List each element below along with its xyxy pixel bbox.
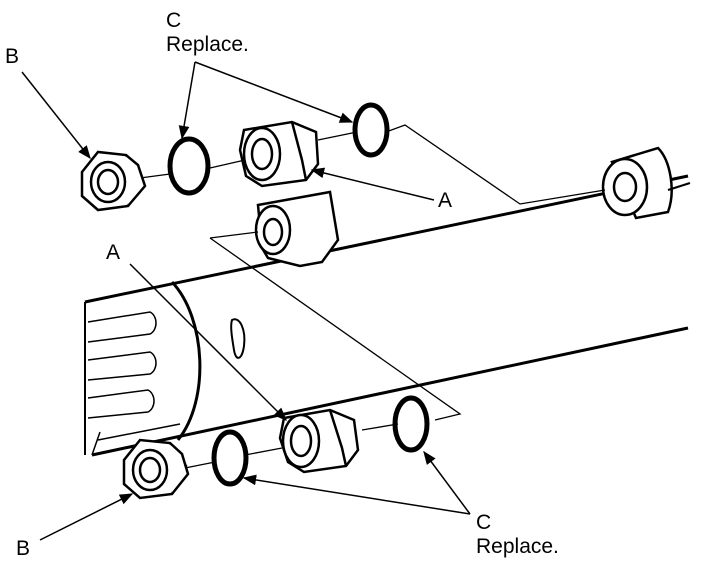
tube-body	[84, 174, 689, 457]
label-c-bottom: C	[476, 511, 492, 534]
label-b-top: B	[5, 45, 20, 68]
bottom-a-fitting	[278, 408, 360, 474]
leader-lines	[139, 124, 606, 469]
label-a-right: A	[438, 189, 453, 212]
bottom-o-ring-right	[392, 395, 430, 453]
top-o-ring-right	[352, 102, 390, 158]
top-o-ring-left	[167, 136, 211, 196]
label-a-left: A	[106, 241, 121, 264]
label-c-top: C	[166, 9, 182, 32]
right-elbow-fitting	[601, 146, 691, 220]
top-b-nut	[80, 150, 147, 212]
bottom-b-nut	[122, 438, 190, 500]
callout-arrows	[21, 61, 471, 541]
label-replace-bottom: Replace.	[476, 535, 559, 558]
label-b-bottom: B	[16, 537, 31, 560]
label-replace-top: Replace.	[166, 33, 249, 56]
bottom-o-ring-left	[211, 429, 249, 487]
top-elbow-fitting	[254, 190, 340, 268]
top-a-fitting	[238, 120, 320, 188]
